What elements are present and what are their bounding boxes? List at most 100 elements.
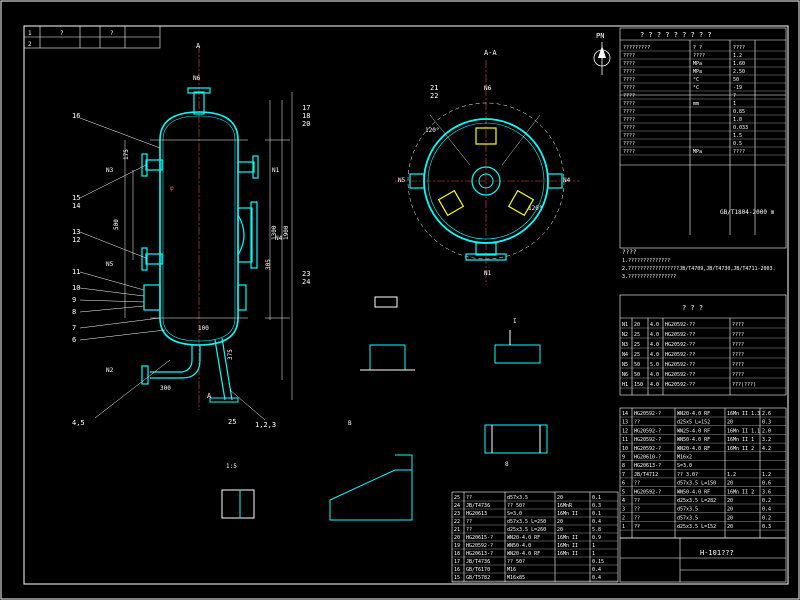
revision-strip — [23, 25, 161, 49]
nozzle-cell: H1 — [622, 382, 628, 388]
spec-cell: 1.60 — [733, 61, 745, 67]
vessel-elevation: φ — [141, 45, 259, 410]
nozzle-cell: ???? — [732, 322, 744, 328]
label-12: 12 — [72, 236, 80, 244]
shell-callout: φ — [170, 185, 174, 192]
spec-cell: ???? — [733, 45, 745, 51]
part-upper-cell: d25x5 L=152 — [677, 420, 710, 426]
part-upper-cell: 5 — [622, 489, 625, 495]
rev-4: ? — [110, 30, 114, 37]
plan-section-label: A-A — [484, 49, 497, 57]
nozzle-cell: 4.0 — [650, 342, 659, 348]
label-14: 14 — [72, 202, 80, 210]
nozzle-cell: 50 — [634, 372, 640, 378]
spec-cell: ???? — [693, 53, 705, 59]
part-upper-cell: 16Mn II 2 — [727, 489, 754, 495]
spec-cell: ???? — [623, 109, 635, 115]
bottom-outlet-pipe — [150, 345, 193, 373]
part-upper-cell: WN25-4.0 RF — [677, 428, 710, 434]
spec-cell: mm — [693, 101, 699, 107]
part-lower-cell: 0.1 — [592, 495, 601, 501]
nozzle-cell: 25 — [634, 342, 640, 348]
label-9: 9 — [72, 296, 76, 304]
support-lug-left — [143, 284, 161, 311]
part-lower-cell: 20 — [557, 519, 563, 525]
part-upper-cell: 20 — [727, 498, 733, 504]
part-upper-cell: M16x2 — [677, 455, 692, 461]
nozzle-cell: N5 — [622, 362, 628, 368]
part-upper-cell: 3.2 — [762, 437, 771, 443]
part-lower-cell: ?? — [466, 519, 472, 525]
detail-label-2: B — [348, 420, 352, 427]
part-lower-cell: GB/T6170 — [466, 567, 490, 573]
section-label-top: A — [196, 42, 201, 50]
part-lower-cell: 21 — [454, 527, 460, 533]
dim-bottom-a: 300 — [160, 385, 171, 392]
part-upper-cell: 20 — [727, 515, 733, 521]
nozzle-cell: 50 — [634, 362, 640, 368]
part-upper-cell: d25x3.5 L=152 — [677, 524, 716, 530]
spec-cell: 0.5 — [733, 141, 742, 147]
part-upper-cell: 6 — [622, 481, 625, 487]
nozzle-cell: ???? — [732, 332, 744, 338]
part-lower-cell: HG20615-? — [466, 535, 493, 541]
dim-left-a: 500 — [113, 219, 120, 230]
nozzle-cell: 4.0 — [650, 332, 659, 338]
label-24: 24 — [302, 278, 310, 286]
spec-cell: ???? — [623, 69, 635, 75]
part-upper-cell: 20 — [727, 507, 733, 513]
part-upper-cell: 20 — [727, 524, 733, 530]
spec-cell: ???? — [623, 125, 635, 131]
part-upper-cell: 20 — [727, 481, 733, 487]
part-lower-cell: d57x3.5 L=250 — [507, 519, 546, 525]
spec-cell: MPa — [693, 69, 702, 75]
part-lower-cell: 0.9 — [592, 535, 601, 541]
dim-left-b: 175 — [123, 149, 130, 160]
nozzle-cell: HG20592-?? — [665, 372, 695, 378]
label-15: 15 — [72, 194, 80, 202]
manway — [237, 214, 245, 256]
nozzle-cell: HG20592-?? — [665, 322, 695, 328]
part-lower-cell: 16MnR — [557, 503, 573, 509]
part-lower-cell: ?? — [466, 527, 472, 533]
dim-bottom-c: 375 — [227, 349, 234, 360]
part-lower-cell: HG20613 — [466, 511, 487, 517]
plan-n6: N6 — [484, 85, 492, 92]
section-label-bottom: A — [207, 392, 212, 400]
nozzle-cell: HG20592-?? — [665, 352, 695, 358]
part-upper-cell: S=3.0 — [677, 463, 692, 469]
label-25: 25 — [228, 418, 236, 426]
rev-1: 1 — [28, 30, 32, 37]
part-upper-cell: HG20592-? — [634, 411, 661, 417]
part-upper-cell: WN20-4.0 RF — [677, 446, 710, 452]
spec-cell: ???? — [623, 141, 635, 147]
nozzle-cell: 25 — [634, 332, 640, 338]
rev-3: ? — [60, 30, 64, 37]
plan-n4: N4 — [563, 177, 571, 184]
part-lower-cell: 16Mn II — [557, 551, 578, 557]
part-upper-cell: ?? — [634, 507, 640, 513]
part-lower-cell: 0.4 — [592, 567, 601, 573]
part-upper-cell: HG20592-? — [634, 489, 661, 495]
plan-top-nozzle — [471, 166, 501, 196]
nozzle-cell: 150 — [634, 382, 643, 388]
nozzle-cell: N2 — [622, 332, 628, 338]
part-lower-cell: WN20-4.0 RF — [507, 551, 540, 557]
part-lower-cell: 1 — [592, 543, 595, 549]
nozzle-cell: ???? — [732, 362, 744, 368]
nozzle-cell: 4.0 — [650, 322, 659, 328]
spec-header: ? ? ? ? ? ? ? ? ? — [640, 31, 712, 39]
spec-cell: ? ? — [693, 45, 702, 51]
plan-lug-left — [437, 189, 465, 217]
part-upper-cell: 14 — [622, 411, 628, 417]
nozzle-cell: HG20592-?? — [665, 332, 695, 338]
part-upper-cell: 13 — [622, 420, 628, 426]
inner-frame — [23, 25, 789, 585]
dim-bottom-b: 100 — [198, 325, 209, 332]
part-lower-cell: 20 — [557, 527, 563, 533]
part-upper-cell: d57x3.5 L=150 — [677, 481, 716, 487]
top-nozzle-n6 — [193, 91, 205, 115]
label-17: 17 — [302, 104, 310, 112]
nozzle-table-title: ? ? ? — [682, 304, 703, 312]
